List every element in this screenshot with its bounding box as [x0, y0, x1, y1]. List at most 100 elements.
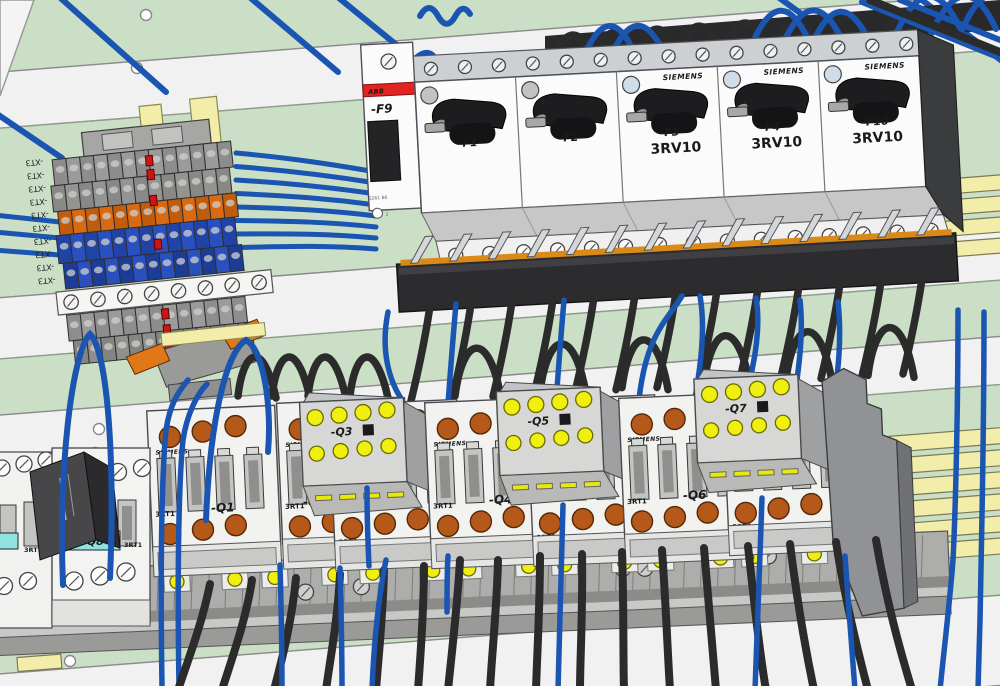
blue-wire[interactable] — [445, 301, 459, 407]
module-q7[interactable]: -Q7 — [693, 364, 829, 494]
blue-wire-arch[interactable] — [897, 0, 1000, 43]
reset-button[interactable] — [827, 101, 850, 112]
test-button[interactable] — [521, 81, 540, 100]
black-wire[interactable] — [444, 556, 464, 686]
power-terminal[interactable] — [696, 501, 719, 524]
dark-component[interactable] — [29, 451, 121, 561]
power-terminal[interactable] — [340, 516, 364, 540]
power-terminal[interactable] — [288, 515, 312, 538]
aux-terminal-yellow[interactable] — [306, 408, 324, 427]
aux-terminal-yellow[interactable] — [330, 406, 348, 424]
test-button[interactable] — [722, 70, 742, 89]
reset-button[interactable] — [626, 111, 648, 123]
black-wire-loop[interactable] — [304, 353, 350, 402]
aux-terminal-yellow[interactable] — [702, 422, 720, 439]
contactor-q8-group[interactable]: 3RT1SIEMENS-Q83RT1 — [0, 447, 152, 629]
blue-wire-loop[interactable] — [203, 336, 273, 523]
blue-wire[interactable] — [937, 307, 961, 686]
blue-wire[interactable] — [555, 502, 566, 686]
aux-terminal-yellow[interactable] — [577, 427, 594, 444]
black-wire[interactable] — [858, 277, 885, 380]
black-wire[interactable] — [872, 536, 915, 686]
test-button[interactable] — [420, 86, 439, 105]
black-wire[interactable] — [414, 562, 428, 686]
blue-wire[interactable] — [158, 377, 191, 686]
blue-wire[interactable] — [0, 247, 63, 258]
aux-terminal-yellow[interactable] — [503, 398, 521, 416]
blue-wire[interactable] — [233, 164, 379, 186]
blue-wire[interactable] — [175, 381, 210, 686]
blue-wire[interactable] — [233, 191, 379, 208]
aux-terminal-yellow[interactable] — [726, 419, 744, 436]
black-wire[interactable] — [486, 556, 502, 686]
test-button[interactable] — [823, 65, 842, 84]
power-terminal[interactable] — [224, 514, 248, 537]
blue-wire-arch[interactable] — [927, 0, 999, 39]
blue-wire[interactable] — [842, 553, 858, 686]
wiring-duct[interactable] — [395, 207, 960, 313]
blue-wire[interactable] — [56, 0, 169, 95]
breaker-f1[interactable]: -F1 — [420, 83, 507, 152]
aux-terminal-yellow[interactable] — [354, 403, 372, 422]
black-wire[interactable] — [658, 546, 674, 686]
aux-terminal-yellow[interactable] — [553, 429, 570, 447]
black-wire[interactable] — [700, 544, 720, 686]
aux-terminal-yellow[interactable] — [527, 395, 545, 414]
aux-terminal-yellow[interactable] — [505, 434, 522, 452]
aux-terminal-yellow[interactable] — [774, 414, 792, 431]
reset-button[interactable] — [424, 122, 446, 134]
blue-wire[interactable] — [635, 293, 685, 413]
blue-wire-arch[interactable] — [779, 7, 845, 49]
blue-wire-arch[interactable] — [581, 23, 637, 59]
blue-wire[interactable] — [246, 0, 341, 75]
black-wire[interactable] — [817, 279, 844, 383]
blue-wire[interactable] — [233, 231, 379, 241]
aux-terminal-yellow[interactable] — [378, 401, 396, 419]
blue-wire[interactable] — [233, 204, 379, 219]
power-terminal[interactable] — [663, 407, 686, 431]
blue-wire-arch[interactable] — [959, 0, 1000, 33]
black-wire-loop[interactable] — [451, 344, 505, 402]
blue-wire[interactable] — [0, 112, 65, 161]
reset-button[interactable] — [525, 116, 547, 128]
breaker-f2[interactable]: -F2 — [514, 72, 611, 208]
reset-button[interactable] — [727, 106, 749, 118]
power-terminal[interactable] — [630, 413, 654, 436]
power-terminal[interactable] — [406, 508, 429, 531]
power-terminal[interactable] — [502, 505, 525, 529]
black-wire[interactable] — [776, 281, 803, 385]
blue-wire[interactable] — [233, 218, 379, 230]
power-terminal[interactable] — [734, 501, 757, 525]
black-wire-loop[interactable] — [618, 336, 672, 394]
blue-wire[interactable] — [233, 243, 379, 252]
blue-wire[interactable] — [975, 309, 987, 686]
front-wires[interactable] — [58, 307, 987, 686]
blue-wire[interactable] — [0, 230, 63, 241]
blue-wire[interactable] — [0, 213, 63, 225]
blue-wire[interactable] — [233, 150, 379, 175]
test-button[interactable] — [621, 75, 641, 94]
black-wire[interactable] — [532, 552, 544, 686]
aux-terminal-yellow[interactable] — [750, 417, 768, 434]
blue-wire[interactable] — [444, 553, 451, 615]
blue-wire-arch[interactable] — [417, 5, 473, 27]
power-terminal[interactable] — [571, 507, 595, 531]
aux-terminal-yellow[interactable] — [748, 380, 767, 398]
blue-wire[interactable] — [752, 495, 765, 686]
mid-wires[interactable] — [234, 275, 926, 413]
blue-wire-bundle[interactable] — [0, 150, 379, 258]
blue-wire-arch[interactable] — [809, 8, 871, 47]
black-wire[interactable] — [576, 550, 587, 686]
blue-wire[interactable] — [369, 557, 389, 686]
black-wire[interactable] — [786, 540, 818, 686]
blue-wire[interactable] — [233, 177, 379, 197]
power-terminal[interactable] — [800, 492, 823, 516]
power-terminal[interactable] — [469, 412, 492, 435]
power-terminal[interactable] — [191, 518, 215, 541]
blue-wire[interactable] — [364, 485, 372, 569]
